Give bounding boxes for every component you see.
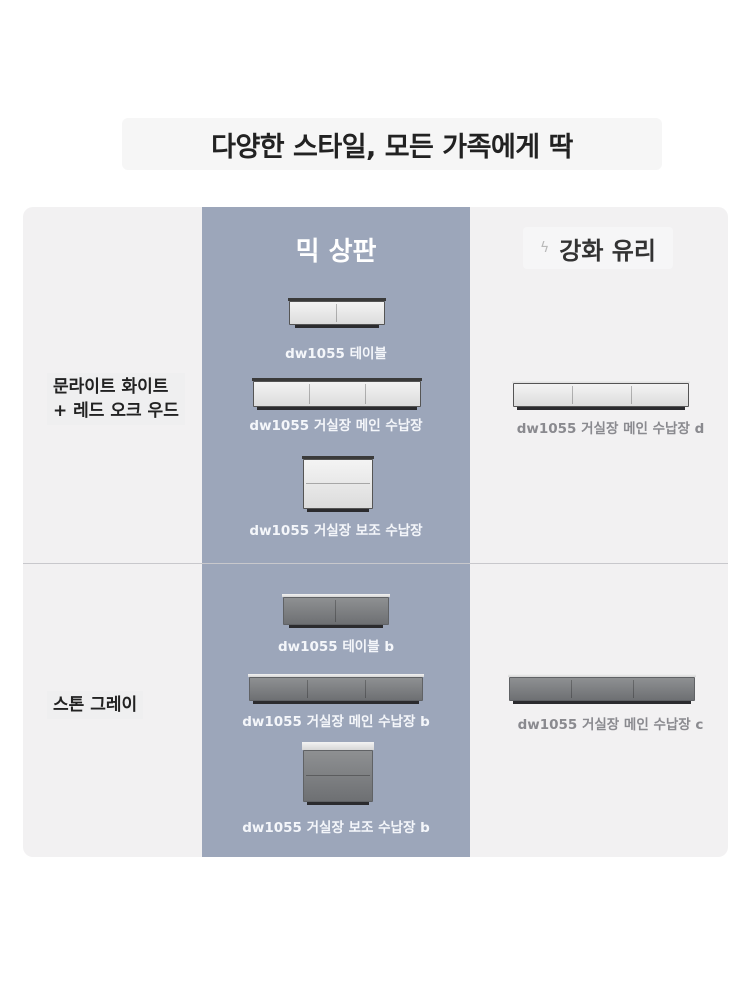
row-label-stone-grey: 스톤 그레이 — [47, 691, 144, 719]
product-image-table-b — [282, 594, 390, 628]
product-image-main-cabinet-d — [512, 380, 690, 410]
row-divider — [23, 563, 728, 564]
product-image-main-cabinet — [252, 378, 422, 410]
product-caption: dw1055 테이블 — [285, 346, 387, 362]
product-caption: dw1055 테이블 b — [277, 639, 395, 655]
page-title-box: 다양한 스타일, 모든 가족에게 딱 — [122, 118, 662, 170]
column-header-mix-top: 믹 상판 — [295, 237, 377, 267]
column-header-tempered-glass: ϟ 강화 유리 — [523, 227, 673, 269]
product-image-side-cabinet — [302, 456, 374, 512]
product-caption: dw1055 거실장 보조 수납장 — [249, 523, 423, 539]
product-caption: dw1055 거실장 보조 수납장 b — [242, 820, 430, 836]
product-image-table — [288, 298, 386, 328]
row-label-moonlight-white: 문라이트 화이트 + 레드 오크 우드 — [47, 373, 185, 425]
product-caption: dw1055 거실장 메인 수납장 b — [242, 714, 430, 730]
product-image-side-cabinet-b — [302, 742, 374, 805]
column-header-label: 강화 유리 — [559, 236, 656, 265]
product-caption: dw1055 거실장 메인 수납장 — [249, 418, 423, 434]
page-title: 다양한 스타일, 모든 가족에게 딱 — [211, 131, 573, 163]
sparkle-icon: ϟ — [540, 240, 550, 256]
comparison-table: 믹 상판 ϟ 강화 유리 문라이트 화이트 + 레드 오크 우드 dw1055 … — [23, 207, 728, 857]
product-caption: dw1055 거실장 메인 수납장 d — [516, 421, 705, 437]
product-image-main-cabinet-b — [248, 674, 424, 704]
product-caption: dw1055 거실장 메인 수납장 c — [517, 717, 704, 733]
product-image-main-cabinet-c — [508, 674, 696, 704]
